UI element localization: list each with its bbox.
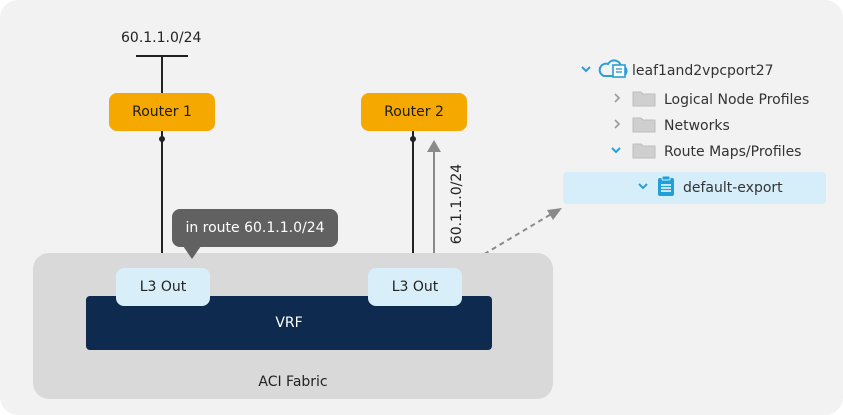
router-2[interactable]: Router 2 [361,93,467,131]
network-prefix-label: 60.1.1.0/24 [121,30,202,46]
dashed-link-arrowhead [547,208,562,220]
cloud-folder-icon [598,59,628,83]
router-1[interactable]: Router 1 [109,93,215,131]
document-list-icon [657,175,675,201]
aci-fabric-label: ACI Fabric [258,374,328,390]
tree-item-route-maps[interactable]: Route Maps/Profiles [610,141,801,163]
chevron-down-icon[interactable] [637,180,649,196]
tree-selected-row-background [563,172,826,204]
tree-item-networks[interactable]: Networks [612,115,730,137]
l3out-left[interactable]: L3 Out [116,268,210,306]
chevron-down-icon[interactable] [610,144,622,160]
tree-root-label: leaf1and2vpcport27 [632,63,774,79]
tree-item-logical-node-profiles[interactable]: Logical Node Profiles [612,89,809,111]
tree-item-default-export[interactable]: default-export [637,175,783,201]
advertise-arrowhead [427,140,441,152]
folder-icon [632,115,656,137]
route-callout: in route 60.1.1.0/24 [172,209,338,247]
advertised-prefix-label: 60.1.1.0/24 [449,163,465,245]
chevron-right-icon[interactable] [612,92,622,108]
tree-item-label: Route Maps/Profiles [664,144,802,160]
tree-item-label: Logical Node Profiles [664,92,810,108]
tree-selected-label: default-export [683,180,783,196]
folder-icon [632,141,656,163]
router1-port-dot [159,136,165,142]
tree-item-label: Networks [664,118,730,134]
route-callout-tail [183,246,201,259]
l3out-right[interactable]: L3 Out [368,268,462,306]
router2-port-dot [410,136,416,142]
tree-root-row[interactable]: leaf1and2vpcport27 [580,59,774,83]
chevron-down-icon[interactable] [580,63,592,79]
folder-icon [632,89,656,111]
chevron-right-icon[interactable] [612,118,622,134]
